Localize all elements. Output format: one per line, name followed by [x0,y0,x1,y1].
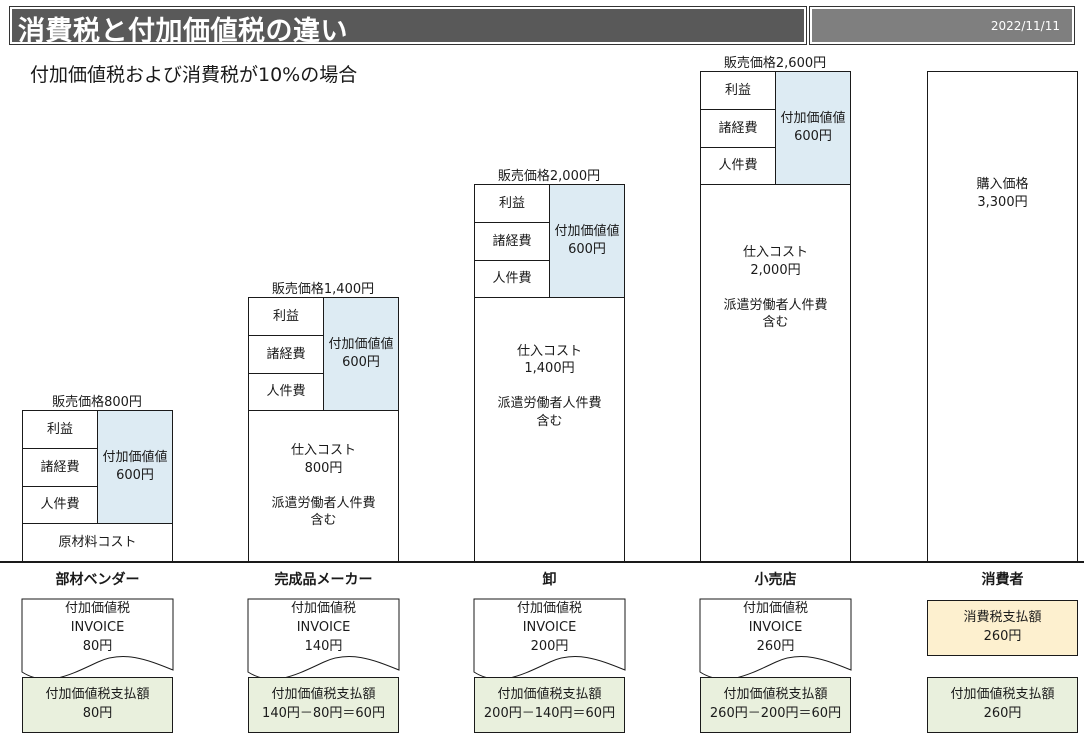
invoice-label: 付加価値税 INVOICE 260円 [742,601,808,654]
expenses-cell: 諸経費 [248,335,324,374]
sale-price-label: 販売価格2,000円 [497,169,601,184]
invoice-label: 付加価値税 INVOICE 140円 [290,601,356,654]
labor-cell: 人件費 [248,373,324,411]
consumption-tax-box: 消費税支払額 260円 [927,600,1078,656]
consumer-purchase-price-cell: 購入価格 3,300円 [927,71,1078,562]
purchase-cost-cell: 仕入コスト 2,000円 派遣労働者人件費 含む [700,184,851,562]
value-added-cell: 付加価値値 600円 [323,297,399,411]
raw-material-cost-cell: 原材料コスト [22,523,173,562]
vat-payment-box: 付加価値税支払額 260円－200円＝60円 [700,677,851,733]
stage-label-wholesaler: 卸 [542,572,557,588]
expenses-cell: 諸経費 [700,109,776,148]
vat-payment-box: 付加価値税支払額 140円－80円＝60円 [248,677,399,733]
value-added-cell: 付加価値値 600円 [549,184,625,298]
title-bar [9,6,807,45]
sale-price-label: 販売価格1,400円 [271,282,375,297]
sale-price-label: 販売価格800円 [52,395,142,410]
purchase-cost-cell: 仕入コスト 800円 派遣労働者人件費 含む [248,410,399,562]
page-title: 消費税と付加価値税の違い [18,16,348,47]
date-bar: 2022/11/11 [809,6,1075,45]
profit-cell: 利益 [248,297,324,336]
stage-label-parts-vendor: 部材ベンダー [55,572,140,588]
stage-label-retailer: 小売店 [754,572,797,588]
baseline-divider [0,561,1084,563]
vat-payment-box: 付加価値税支払額 80円 [22,677,173,733]
vat-payment-box: 付加価値税支払額 260円 [927,677,1078,733]
date-label: 2022/11/11 [990,19,1060,33]
value-added-cell: 付加価値値 600円 [97,410,173,524]
invoice-label: 付加価値税 INVOICE 80円 [64,601,130,654]
stage-label-manufacturer: 完成品メーカー [274,572,373,588]
sale-price-label: 販売価格2,600円 [723,56,827,71]
invoice-label: 付加価値税 INVOICE 200円 [516,601,582,654]
profit-cell: 利益 [700,71,776,110]
subtitle: 付加価値税および消費税が10%の場合 [30,64,358,86]
vat-payment-box: 付加価値税支払額 200円－140円＝60円 [474,677,625,733]
labor-cell: 人件費 [22,486,98,524]
purchase-cost-cell: 仕入コスト 1,400円 派遣労働者人件費 含む [474,297,625,562]
stage-label-consumer: 消費者 [981,572,1024,588]
